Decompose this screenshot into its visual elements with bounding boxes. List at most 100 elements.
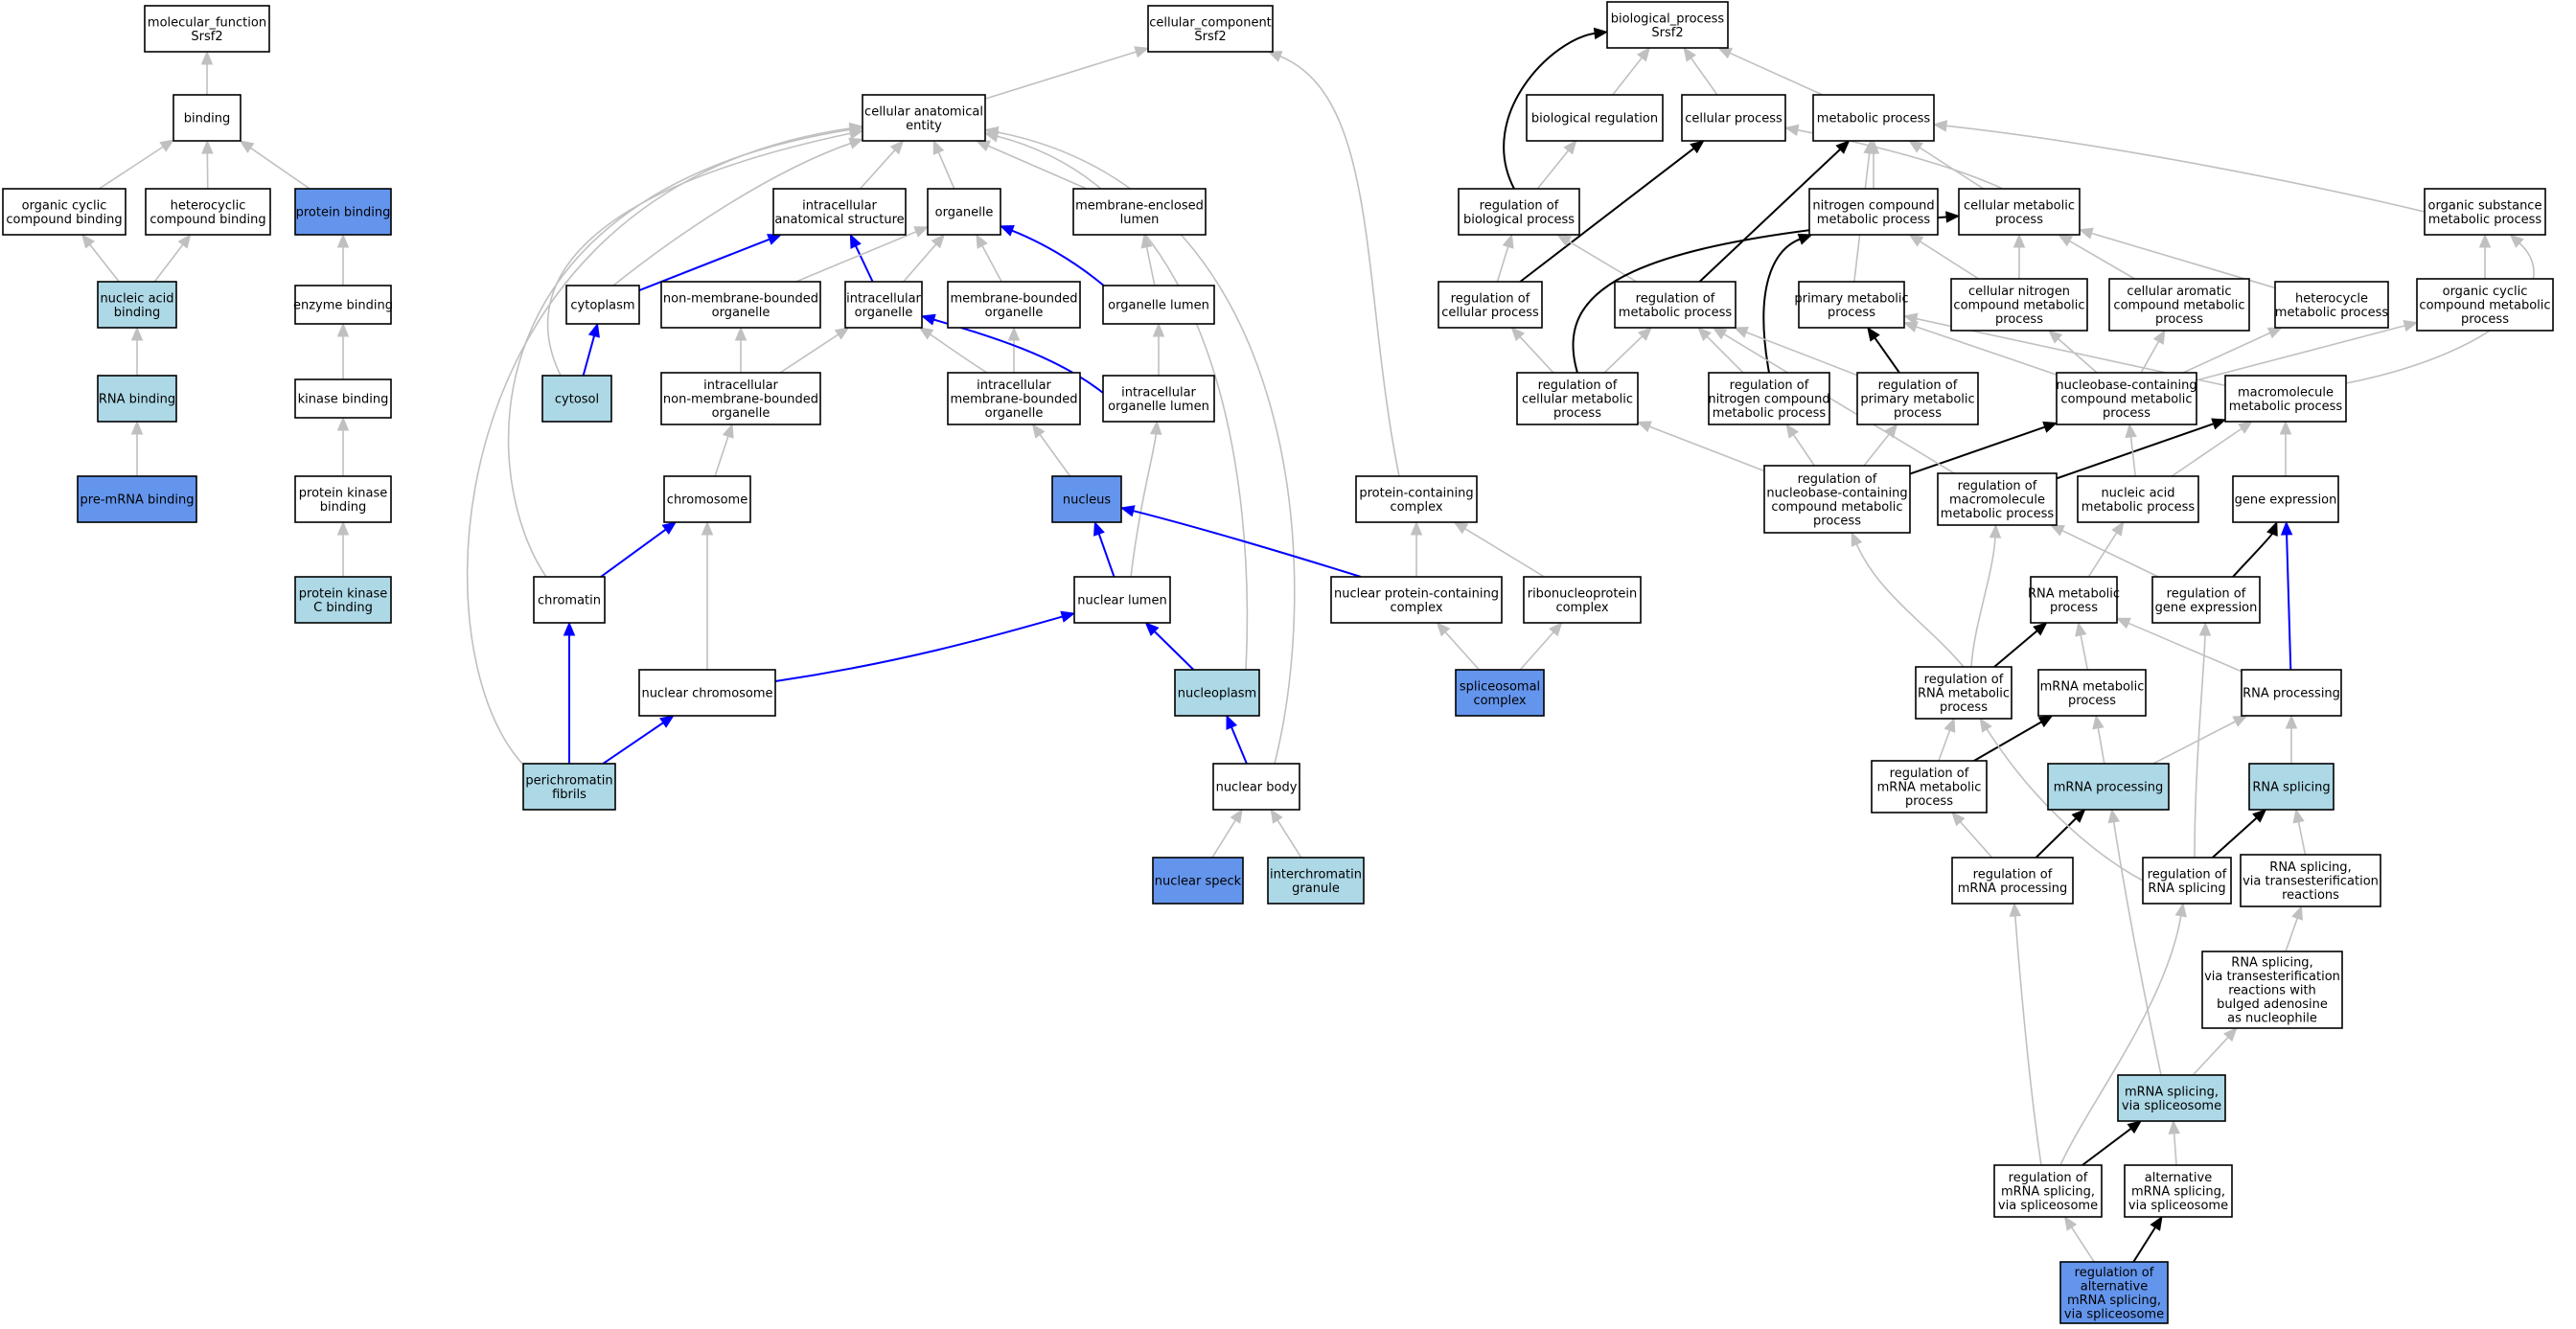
edge-line (986, 145, 1088, 190)
edge-line (99, 145, 165, 190)
edge-is-a (2058, 234, 2135, 280)
node-label: perichromatin (525, 773, 612, 788)
edge-is-a (1683, 46, 1718, 96)
go-term-node[interactable]: nucleoplasm (1174, 669, 1260, 717)
node-box (1355, 475, 1478, 523)
node-label: organic substance (2428, 198, 2542, 213)
go-term-node[interactable]: intracellularnon-membrane-boundedorganel… (660, 372, 821, 425)
go-term-node[interactable]: nuclear body (1212, 763, 1300, 811)
go-term-node[interactable]: protein binding (294, 188, 392, 236)
go-term-node[interactable]: RNA splicing,via transesterificationreac… (2240, 854, 2381, 907)
go-term-node[interactable]: nuclear speck (1152, 857, 1244, 905)
go-term-node[interactable]: gene expression (2232, 475, 2339, 523)
go-term-node[interactable]: biological regulation (1526, 94, 1664, 142)
go-term-node[interactable]: RNA binding (97, 375, 177, 423)
go-term-node[interactable]: pre-mRNA binding (77, 475, 197, 523)
edge-line (774, 615, 1064, 682)
go-term-node[interactable]: RNA splicing,via transesterificationreac… (2201, 951, 2343, 1029)
edge-line (1519, 630, 1555, 671)
node-box (947, 372, 1081, 425)
go-term-node[interactable]: cytoplasm (565, 285, 640, 325)
go-term-node[interactable]: organelle lumen (1102, 285, 1215, 325)
go-term-node[interactable]: mRNA processing (2047, 763, 2170, 811)
edge-arrowhead (1717, 47, 1734, 59)
go-term-node[interactable]: mRNA splicing,via spliceosome (2117, 1074, 2226, 1122)
go-term-node[interactable]: binding (172, 94, 242, 142)
go-term-node[interactable]: cytosol (541, 375, 612, 423)
go-term-node[interactable]: kinase binding (294, 378, 392, 419)
go-term-node[interactable]: chromatin (533, 576, 606, 624)
node-label: organelle (712, 406, 770, 421)
node-label: entity (906, 119, 942, 133)
go-term-node[interactable]: chromosome (663, 475, 751, 523)
go-term-node[interactable]: nuclear chromosome (638, 669, 776, 717)
go-term-node[interactable]: organelle (927, 188, 1001, 236)
go-term-node[interactable]: enzyme binding (293, 285, 393, 325)
node-label: cellular metabolic (1522, 393, 1633, 407)
edge-arrowhead (2266, 327, 2283, 339)
edge-line (2070, 1226, 2095, 1263)
go-term-node[interactable]: RNA splicing (2248, 763, 2334, 811)
go-term-node[interactable]: regulation ofnucleobase-containingcompou… (1763, 465, 1911, 534)
edge-line (1705, 334, 1744, 374)
go-term-node[interactable]: metabolic process (1812, 94, 1935, 142)
node-label: binding (114, 306, 160, 320)
go-term-node[interactable]: cellular process (1681, 94, 1786, 142)
edge-arrowhead (661, 521, 678, 536)
edge-line (2082, 1127, 2133, 1166)
go-term-node[interactable]: nucleus (1051, 475, 1122, 523)
go-term-node[interactable]: RNA processing (2241, 669, 2342, 717)
go-term-node[interactable]: nuclear lumen (1073, 576, 1171, 624)
